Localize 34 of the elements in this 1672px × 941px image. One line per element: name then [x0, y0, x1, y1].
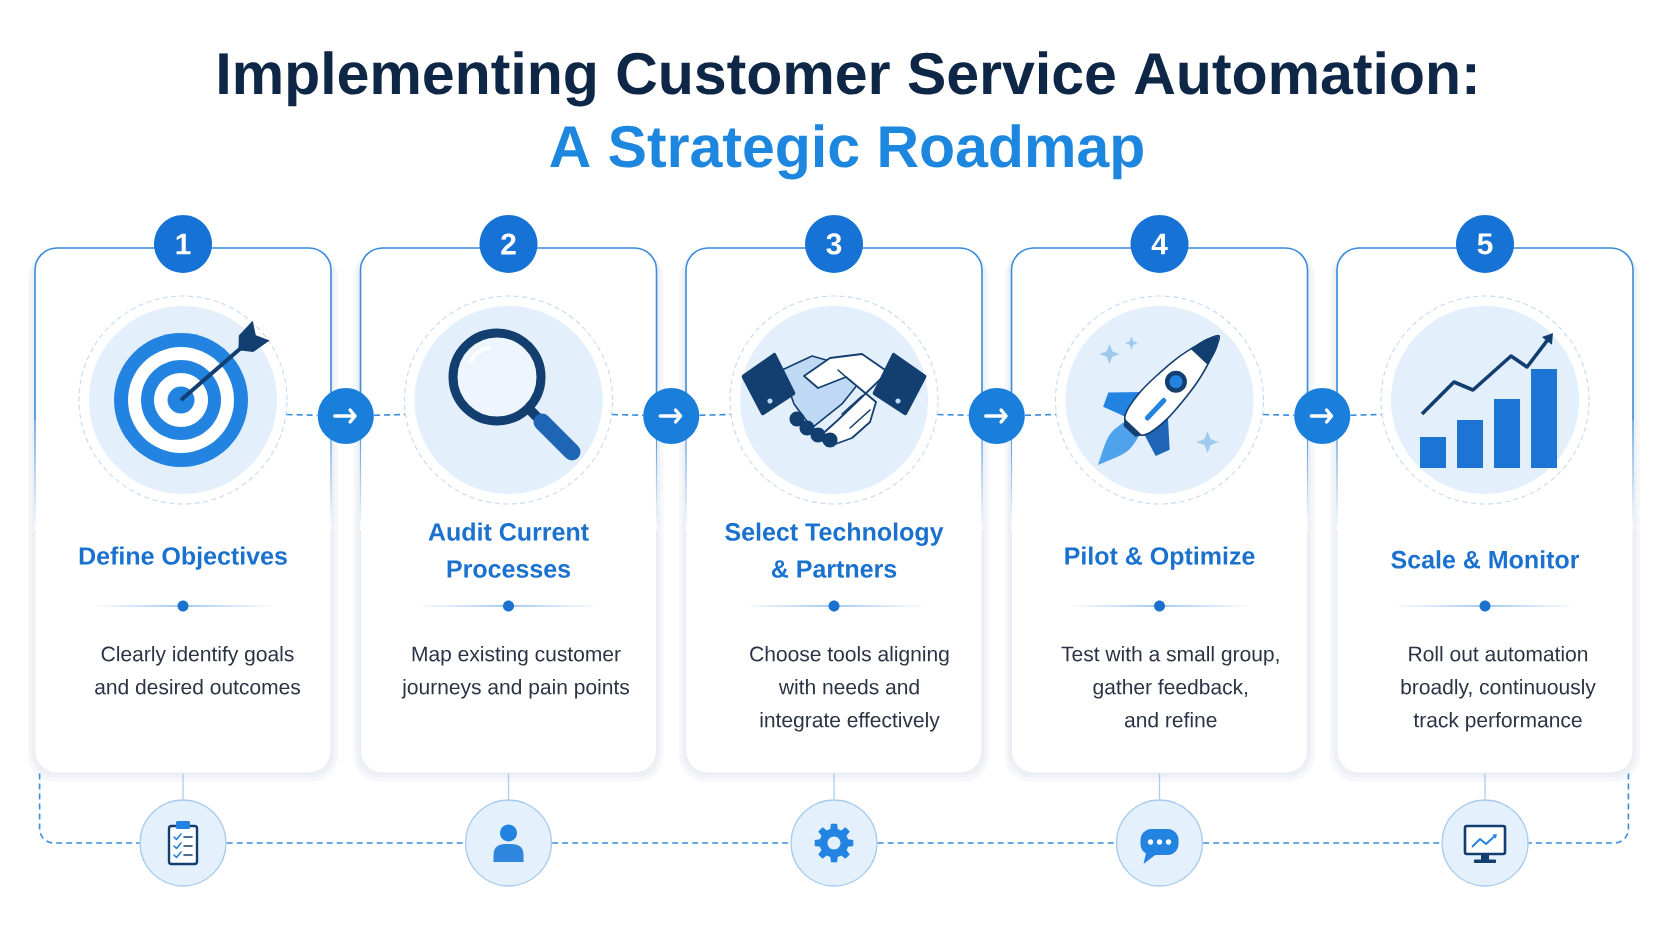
dashed-connector — [936, 413, 970, 417]
step-title: Pilot & Optimize — [1065, 546, 1255, 570]
step-description: Test with a small group, gather feedback, and refine — [1061, 646, 1279, 728]
dashed-connector — [1024, 413, 1057, 417]
dashed-connector — [1262, 413, 1295, 417]
step-number-badge: 2 — [479, 215, 538, 273]
connector-line — [182, 772, 184, 800]
step-description: Clearly identify goals and desired outcomes — [95, 646, 300, 695]
step-number-badge: 4 — [1130, 215, 1189, 273]
step-description: Choose tools aligning with needs and integrate effectively — [750, 646, 949, 732]
dashed-connector — [876, 842, 1117, 844]
connector-line — [1158, 772, 1161, 800]
step-description: Map existing customer journeys and pain points — [401, 646, 629, 699]
dashed-connector — [698, 413, 732, 417]
step-title: Audit Current Processes — [428, 522, 589, 578]
step-title: Define Objectives — [79, 546, 287, 570]
dashed-connector — [1527, 772, 1630, 844]
step-description: Roll out automation broadly, continuously track performance — [1401, 646, 1596, 732]
title: Implementing Customer Service Automation: — [219, 51, 1475, 107]
connector-line — [507, 772, 510, 800]
step-number-badge: 5 — [1456, 215, 1514, 273]
dashed-connector — [1349, 413, 1383, 417]
dashed-connector — [225, 842, 466, 844]
step-title: Select Technology & Partners — [725, 522, 944, 578]
dashed-connector — [611, 413, 644, 417]
step-number-badge: 1 — [154, 215, 212, 273]
connector-line — [833, 772, 835, 800]
dashed-connector — [373, 413, 406, 417]
dashed-connector — [285, 413, 319, 417]
step-title: Scale & Monitor — [1391, 550, 1580, 569]
dashed-connector — [38, 772, 141, 844]
subtitle: A Strategic Roadmap — [550, 124, 1143, 180]
connector-line — [1484, 772, 1486, 800]
step-number-badge: 3 — [805, 215, 863, 273]
